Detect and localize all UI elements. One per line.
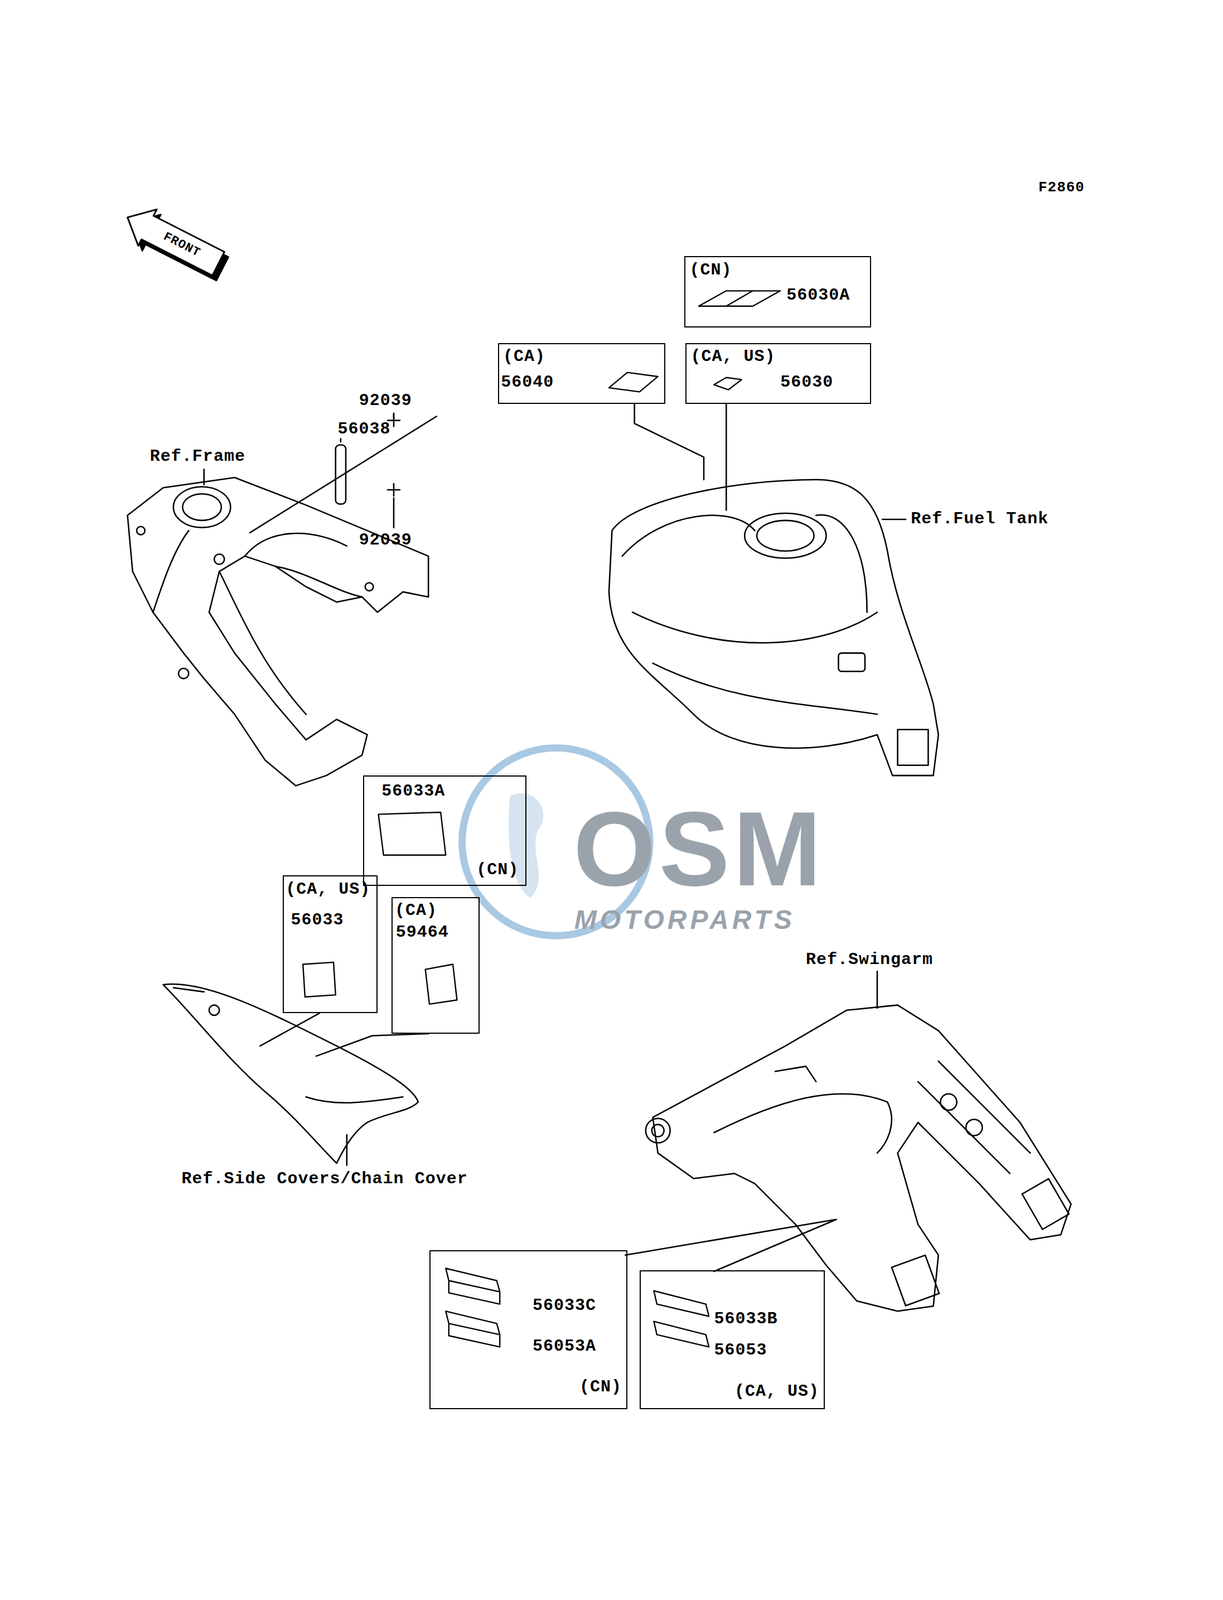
label-box: (CA)59464 (391, 896, 480, 1034)
callout-label: Ref.Swingarm (805, 949, 934, 970)
label-box: 56033B 56053 (CA, US) (639, 1269, 825, 1409)
decal-icon (713, 377, 742, 390)
swingarm-detail (713, 1060, 1031, 1173)
part-number: 56053A (532, 1336, 597, 1356)
part-number: 56033C (532, 1295, 597, 1316)
callout-label: F2860 (1038, 179, 1085, 197)
decal-icon (445, 1268, 500, 1304)
filler-cap (744, 513, 826, 558)
frame-detail (152, 530, 362, 714)
leader-line (634, 403, 907, 520)
swingarm (653, 1004, 1072, 1312)
tank-detail (622, 514, 878, 714)
decal-icon (445, 1310, 500, 1347)
axle-slot (891, 1254, 940, 1306)
part-number: 56033 (290, 910, 344, 930)
part-number: 56033B (713, 1308, 778, 1329)
region-code: (CN) (579, 1376, 622, 1397)
frame-hole (178, 668, 189, 679)
pivot (645, 1118, 671, 1143)
part-number: 56033A (381, 781, 446, 801)
part-number: 59464 (395, 922, 449, 942)
part-number: 56030A (786, 285, 850, 306)
region-code: (CA) (394, 900, 438, 921)
tank-bracket (897, 729, 929, 766)
leader-line (249, 416, 437, 533)
callout-label: Ref.Frame (150, 446, 246, 467)
callout-label: FRONT (161, 229, 203, 261)
filler-cap (756, 520, 814, 551)
part-number: 56053 (713, 1340, 767, 1360)
decal-icon (302, 962, 336, 997)
frame (127, 477, 429, 786)
side-cover (163, 983, 419, 1163)
callout-label: Ref.Fuel Tank (910, 509, 1049, 529)
watermark: MOTORPARTS (574, 904, 796, 935)
label-box: (CA, US) 56033 (282, 875, 378, 1013)
leader-line (204, 413, 394, 528)
tank-detail (838, 653, 865, 672)
callout-label: 92039 (359, 390, 413, 411)
frame-hole (136, 526, 145, 535)
decal-icon (653, 1290, 709, 1317)
callout-label: 92039 (359, 530, 413, 550)
frame-hole (214, 553, 225, 564)
pivot (651, 1124, 665, 1137)
label-box: (CA) 56040 (498, 342, 666, 405)
swingarm-detail (965, 1118, 983, 1135)
axle-slot (1022, 1178, 1070, 1230)
decal-icon (653, 1321, 709, 1347)
side-cover-detail (173, 987, 404, 1103)
leader-line (259, 1012, 429, 1166)
decal-icon (378, 811, 447, 855)
watermark: OSM (573, 787, 825, 910)
decal-icon (698, 290, 781, 306)
bolt-part (387, 483, 400, 496)
swingarm-detail (940, 1093, 957, 1110)
side-cover-hole (209, 1004, 220, 1015)
label-box: (CN) 56030A (684, 255, 872, 328)
region-code: (CN) (689, 260, 733, 280)
frame-hole (365, 582, 374, 591)
label-box: (CA, US)56030 (685, 342, 872, 405)
region-code: (CN) (476, 859, 519, 880)
label-box: 56033A (CN) (363, 775, 527, 886)
front-arrow (127, 209, 225, 276)
head-tube (182, 493, 222, 521)
region-code: (CA) (503, 346, 546, 367)
region-code: (CA, US) (734, 1381, 820, 1401)
decal-icon (425, 963, 458, 1004)
part-number: 56040 (500, 372, 554, 393)
label-box: 56033C 56053A (CN) (429, 1249, 628, 1409)
decal-icon (608, 372, 659, 393)
head-tube (173, 486, 231, 528)
callout-label: 56038 (337, 419, 391, 439)
region-code: (CA, US) (690, 346, 776, 367)
region-code: (CA, US) (285, 879, 371, 899)
part-number: 56030 (780, 372, 834, 393)
leader-line (625, 970, 878, 1271)
fuel-tank (608, 479, 939, 776)
callout-label: Ref.Side Covers/Chain Cover (181, 1168, 468, 1189)
